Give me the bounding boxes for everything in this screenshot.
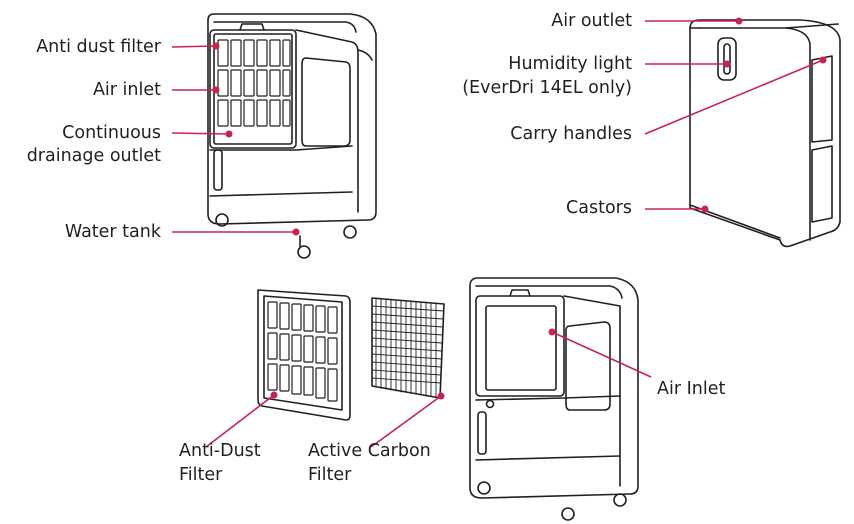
label-continuous-drainage-line2: drainage outlet: [26, 146, 161, 166]
leader-lines: [171, 20, 824, 448]
label-active-carbon-filter-line2: Filter: [308, 465, 352, 485]
label-castors: Castors: [566, 198, 632, 218]
label-humidity-light-line1: Humidity light: [508, 54, 632, 74]
leader-dots: [212, 17, 827, 400]
label-water-tank: Water tank: [64, 222, 161, 242]
label-humidity-light-line2: (EverDri 14EL only): [462, 78, 632, 98]
label-carry-handles: Carry handles: [510, 124, 632, 144]
unit-without-filter-drawing: [469, 277, 639, 521]
label-continuous-drainage-line1: Continuous: [62, 123, 161, 143]
label-air-inlet-rear: Air Inlet: [657, 379, 726, 399]
label-anti-dust-filter: Anti dust filter: [36, 37, 161, 57]
label-air-outlet: Air outlet: [551, 11, 632, 31]
label-anti-dust-filter-part-line2: Filter: [179, 465, 223, 485]
rear-unit-drawing: [689, 19, 841, 248]
active-carbon-filter-part-drawing: [371, 297, 445, 399]
label-active-carbon-filter-line1: Active Carbon: [308, 441, 431, 461]
front-unit-drawing: [207, 13, 377, 259]
label-anti-dust-filter-part-line1: Anti-Dust: [179, 441, 261, 461]
anti-dust-filter-part-drawing: [257, 289, 351, 421]
label-air-inlet: Air inlet: [92, 80, 161, 100]
